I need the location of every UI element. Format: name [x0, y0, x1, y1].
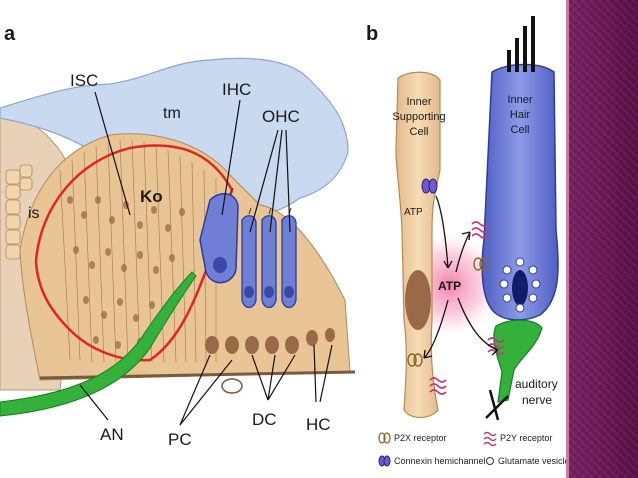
nerve-line1: auditory	[515, 377, 558, 391]
p2x-receptor-icon	[407, 353, 423, 367]
panel-a-letter: a	[4, 23, 16, 45]
legend: P2X receptor P2Y receptor Connexin hemic…	[378, 431, 570, 467]
glutamate-vesicles	[499, 257, 541, 313]
panel-b: b Inner Supporting Cell ATP I	[366, 16, 570, 467]
atp-small-label: ATP	[404, 207, 423, 218]
legend-glutamate-icon	[486, 457, 494, 465]
p2x-receptor-hair-icon	[473, 257, 489, 271]
panel-b-letter: b	[366, 23, 378, 45]
kolliker-outline	[34, 144, 234, 362]
label-tm: tm	[163, 105, 181, 122]
kolliker-striations	[59, 139, 217, 363]
supporting-cell-nucleus	[405, 270, 431, 330]
tunnel	[221, 378, 243, 394]
legend-connexin-label: Connexin hemichannel	[394, 456, 486, 466]
ohc-nuclei	[244, 286, 294, 298]
inner-supporting-cell	[395, 71, 441, 419]
label-ihc: IHC	[222, 80, 251, 99]
basilar-membrane	[39, 370, 356, 380]
connexin-hemichannel-icon	[421, 178, 438, 194]
organ-nuclei	[67, 196, 185, 349]
label-an: AN	[100, 425, 124, 444]
inner-hair-cell	[199, 193, 239, 284]
outer-hair-cells	[241, 215, 297, 309]
supporting-cell-line2: Supporting	[392, 111, 445, 123]
legend-p2x-label: P2X receptor	[394, 433, 447, 443]
label-is: is	[28, 205, 40, 222]
label-ohc: OHC	[262, 107, 300, 126]
nerve-line2: nerve	[522, 393, 552, 407]
label-dc: DC	[252, 410, 277, 429]
label-isc: ISC	[70, 71, 98, 90]
label-pc: PC	[168, 430, 192, 449]
inner-hair-cell-b	[481, 63, 559, 321]
legend-p2y-label: P2Y receptor	[500, 433, 552, 443]
ihc-nucleus	[213, 257, 227, 273]
auditory-nerve-a	[0, 271, 197, 417]
supporting-cell-nuclei	[205, 328, 335, 354]
hair-cell-line2: Hair	[510, 109, 531, 121]
legend-p2x-icon	[378, 432, 391, 444]
atp-arrows	[423, 195, 499, 359]
hair-cell-line3: Cell	[511, 124, 530, 136]
slide-decoration-stripe	[566, 0, 638, 478]
hair-cell-line1: Inner	[507, 94, 532, 106]
p2y-receptor-sup-icon	[429, 377, 447, 395]
p2y-receptor-hair-icon	[471, 221, 489, 239]
inner-sulcus-cells	[5, 164, 33, 260]
stereocilia-b	[507, 16, 535, 72]
legend-glutamate-label: Glutamate vesicle	[498, 456, 570, 466]
legend-p2y-icon	[483, 431, 497, 447]
atp-center-label: ATP	[438, 279, 461, 293]
leader-lines-a	[79, 91, 333, 426]
panel-a: a	[0, 23, 356, 449]
label-ko: Ko	[140, 187, 163, 206]
legend-connexin-icon	[378, 455, 391, 467]
hair-cell-nucleus	[512, 270, 528, 306]
label-hc: HC	[306, 415, 331, 434]
nerve-black-marker	[485, 389, 509, 421]
supporting-cell-line1: Inner	[406, 96, 431, 108]
supporting-cell-line3: Cell	[410, 126, 429, 138]
